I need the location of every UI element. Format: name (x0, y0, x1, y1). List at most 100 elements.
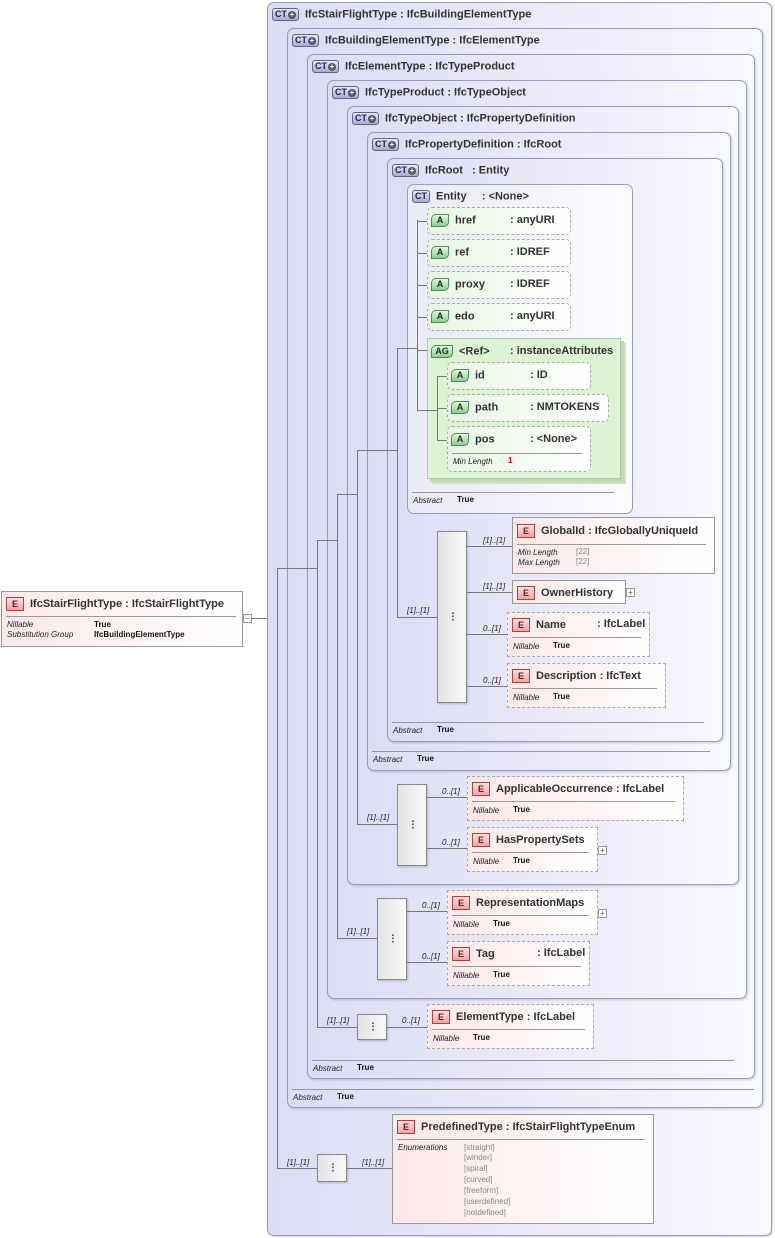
abstract-value: True (337, 1092, 354, 1101)
facet-value: [22] (576, 557, 590, 566)
sequence-compositor[interactable]: ⁝ (377, 898, 407, 980)
root-element-name: IfcStairFlightType (30, 597, 123, 610)
attribute-type: : IDREF (510, 246, 550, 258)
nillable-label: Nillable (473, 857, 500, 866)
sequence-compositor[interactable]: ⁝ (317, 1154, 347, 1182)
type-name: IfcBuildingElementType (325, 34, 450, 47)
element-icon: E (452, 947, 470, 961)
element-icon: E (512, 669, 530, 683)
element-icon: E (472, 782, 490, 796)
root-element-box[interactable]: E IfcStairFlightType : IfcStairFlightType… (1, 591, 243, 647)
abstract-value: True (357, 1063, 374, 1072)
expand-toggle[interactable]: + (598, 846, 607, 855)
facet-label: Min Length (518, 548, 558, 557)
expand-toggle[interactable]: + (626, 588, 635, 597)
multiplicity: [1]..[1] (483, 536, 506, 545)
facet-value: 1 (508, 456, 513, 465)
root-prop-value: IfcBuildingElementType (94, 630, 185, 639)
attribute-type: : NMTOKENS (530, 401, 600, 413)
nillable-value: True (493, 919, 510, 928)
nillable-value: True (473, 1033, 490, 1042)
element-name: Name (536, 618, 566, 631)
nillable-label: Nillable (513, 693, 540, 702)
type-name: IfcPropertyDefinition (405, 138, 514, 151)
enum-value: [spiral] (464, 1164, 488, 1173)
sequence-compositor[interactable]: ⁝ (357, 1014, 387, 1040)
root-prop-label: Nillable (7, 620, 34, 629)
attribute-name: edo (455, 310, 475, 323)
attribute-type: : anyURI (510, 214, 555, 226)
element-icon: E (432, 1010, 450, 1024)
enum-value: [curved] (464, 1175, 493, 1184)
sequence-compositor[interactable]: ⁝ (397, 784, 427, 866)
attribute-icon: A (451, 401, 469, 414)
nillable-value: True (493, 970, 510, 979)
element-type: : IfcLabel (615, 782, 665, 795)
element-icon: E (517, 586, 535, 600)
root-element-type: : IfcStairFlightType (125, 597, 224, 610)
expand-toggle[interactable]: + (598, 909, 607, 918)
nillable-label: Nillable (453, 971, 480, 980)
multiplicity: [1]..[1] (483, 582, 506, 591)
type-base: : IfcElementType (452, 34, 540, 47)
element-icon: E (452, 896, 470, 910)
element-name: Description (536, 669, 597, 682)
type-name: IfcTypeObject (385, 112, 457, 125)
element-name: PredefinedType (421, 1120, 503, 1133)
type-base: : IfcTypeObject (447, 86, 526, 99)
sequence-compositor[interactable]: ⁝ (437, 531, 467, 703)
attribute-icon: A (451, 433, 469, 446)
multiplicity: [1]..[1] (362, 1158, 385, 1167)
attribute-type: : ID (530, 369, 548, 381)
element-tag[interactable]: E Tag : IfcLabel Nillable True (447, 941, 590, 986)
attribute-name: href (455, 214, 476, 227)
complex-type-icon: CT (272, 8, 299, 21)
sequence-icon: ⁝ (330, 1160, 336, 1175)
nillable-label: Nillable (513, 642, 540, 651)
enum-value: [notdefined] (464, 1208, 506, 1217)
element-name: Tag (476, 947, 495, 960)
nillable-value: True (513, 805, 530, 814)
complex-type-icon: CT (292, 34, 319, 47)
enum-value: [winder] (464, 1153, 493, 1162)
sequence-icon: ⁝ (370, 1019, 376, 1034)
type-base: : <None> (481, 190, 529, 203)
multiplicity: [1]..[1] (327, 1016, 350, 1025)
element-icon: E (512, 618, 530, 632)
complex-type-icon: CT (352, 112, 379, 125)
attribute-name: pos (475, 433, 495, 446)
facet-value: [22] (576, 547, 590, 556)
sequence-icon: ⁝ (390, 931, 396, 946)
element-type: : IfcStairFlightTypeEnum (505, 1120, 636, 1133)
sequence-icon: ⁝ (450, 609, 456, 624)
attribute-group-icon: AG (431, 345, 453, 358)
facet-label: Max Length (518, 558, 560, 567)
multiplicity: 0..[1] (442, 838, 460, 847)
element-type: : IfcLabel (537, 947, 586, 959)
element-icon: E (6, 597, 24, 611)
abstract-label: Abstract (373, 755, 403, 764)
attribute-icon: A (451, 369, 469, 382)
attribute-icon: A (431, 214, 449, 227)
attribute-icon: A (431, 310, 449, 323)
complex-type-icon: CT (392, 164, 419, 177)
type-name: IfcRoot (425, 164, 463, 177)
type-base: : IfcRoot (516, 138, 562, 151)
abstract-value: True (417, 754, 434, 763)
